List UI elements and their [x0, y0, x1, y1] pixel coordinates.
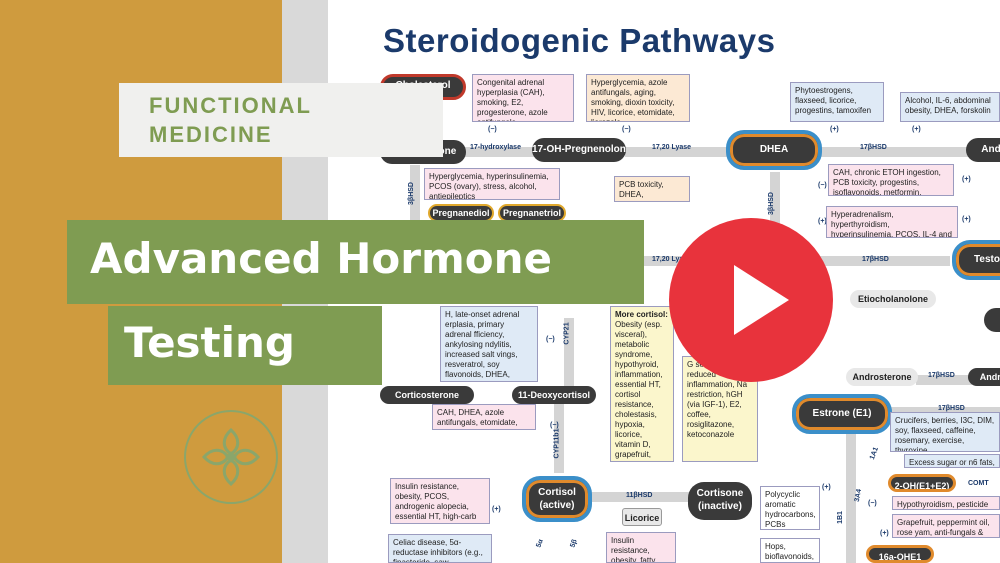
note-cah-etoh: CAH, chronic ETOH ingestion, PCB toxicit… [828, 164, 954, 196]
connector [820, 147, 970, 157]
enzyme-comt: COMT [968, 480, 989, 487]
note-more-cortisol: More cortisol: Obesity (esp. visceral), … [610, 306, 674, 462]
note-hyperglycemia-azole: Hyperglycemia, azole antifungals, aging,… [586, 74, 690, 122]
note-phytoestrogens: Phytoestrogens, flaxseed, licorice, prog… [790, 82, 884, 122]
connector [590, 492, 690, 502]
inhibit-sign: (−) [818, 182, 827, 189]
enzyme-17bhsd-mid: 17βHSD [862, 256, 889, 263]
cortisone-label: Cortisone [696, 488, 744, 499]
enzyme-11bhsd: 11βHSD [626, 492, 653, 499]
functional-medicine-tag: FUNCTIONAL MEDICINE [119, 83, 443, 157]
connector [460, 147, 540, 157]
deoxycortisol-node: 11-Deoxycortisol [512, 386, 596, 404]
note-cah-dhea: CAH, DHEA, azole antifungals, etomidate,… [432, 404, 536, 430]
video-title-line-1: Advanced Hormone [90, 234, 552, 283]
stimulate-sign: (+) [822, 484, 831, 491]
note-celiac: Celiac disease, 5α-reductase inhibitors … [388, 534, 492, 563]
inhibit-sign: (−) [622, 126, 631, 133]
note-late-onset: H, late-onset adrenal erplasia, primary … [440, 306, 538, 382]
enzyme-17bhsd-andro: 17βHSD [928, 372, 955, 379]
stimulate-sign: (+) [912, 126, 921, 133]
licorice-node: Licorice [622, 508, 662, 526]
stimulate-sign: (+) [492, 506, 501, 513]
title-banner-top [67, 220, 644, 304]
play-icon[interactable] [734, 265, 789, 335]
note-more-cortisol-text: Obesity (esp. visceral), metabolic syndr… [615, 320, 663, 461]
note-hyperadrenalism: Hyperadrenalism, hyperthyroidism, hyperi… [826, 206, 958, 238]
stimulate-sign: (+) [830, 126, 839, 133]
andro-top-node: Andro [966, 138, 1000, 162]
connector [410, 165, 420, 235]
connector [916, 375, 972, 385]
title-banner-bottom [108, 306, 382, 385]
enzyme-17bhsd-estrone: 17βHSD [938, 405, 965, 412]
inhibit-sign: (−) [868, 500, 877, 507]
enzyme-17-hydroxylase: 17-hydroxylase [470, 144, 521, 151]
video-title-line-2: Testing [124, 318, 295, 367]
cortisone-node: Cortisone (inactive) [688, 482, 752, 520]
connector [770, 172, 780, 242]
enzyme-1b1: 1B1 [836, 511, 844, 524]
brand-line-2: MEDICINE [149, 122, 273, 147]
note-cah: Congenital adrenal hyperplasia (CAH), sm… [472, 74, 574, 122]
flower-cross-icon-graphic [201, 427, 261, 487]
d-node: D [984, 308, 1000, 332]
cortisol-label: Cortisol [538, 487, 576, 498]
note-insulin-fatty: Insulin resistance, obesity, fatty liver… [606, 532, 676, 563]
connector [564, 318, 574, 386]
androsterone-node: Androsterone [846, 368, 918, 386]
cortisone-sublabel: (inactive) [698, 501, 742, 512]
corticosterone-node: Corticosterone [380, 386, 474, 404]
brand-line-1: FUNCTIONAL [149, 93, 312, 118]
note-excess-sugar: Excess sugar or n6 fats, cir [904, 454, 1000, 468]
enzyme-17bhsd-top: 17βHSD [860, 144, 887, 151]
testo-node: Testo [952, 240, 1000, 280]
enzyme-17-20-lyase-2: 17,20 Lyase [652, 256, 692, 263]
stimulate-sign: (+) [962, 176, 971, 183]
note-grapefruit: Grapefruit, peppermint oil, rose yam, an… [892, 514, 1000, 538]
ohe1-node: 16a-OHE1 [866, 545, 934, 563]
note-crucifers: Crucifers, berries, I3C, DIM, soy, flaxs… [890, 412, 1000, 452]
stimulate-sign: (+) [962, 216, 971, 223]
diagram-title: Steroidogenic Pathways [383, 22, 776, 59]
stimulate-sign: (+) [818, 218, 827, 225]
inhibit-sign: (−) [546, 336, 555, 343]
note-hyperglycemia-pcos: Hyperglycemia, hyperinsulinemia, PCOS (o… [424, 168, 560, 200]
note-pcb: PCB toxicity, DHEA, antiepileptics [614, 176, 690, 202]
andro-mid-node: Andro [968, 368, 1000, 386]
stimulate-sign: (+) [880, 530, 889, 537]
connector [846, 430, 856, 563]
oh2-node: 2-OH(E1+E2) [888, 474, 956, 492]
note-hypothyroidism: Hypothyroidism, pesticide expo [892, 496, 1000, 510]
dhea-node: DHEA [726, 130, 822, 170]
inhibit-sign: (−) [550, 422, 559, 429]
note-hops: Hops, bioflavonoids, [760, 538, 820, 563]
cortisol-sublabel: (active) [539, 500, 575, 511]
flower-cross-icon [184, 410, 278, 504]
enzyme-17-20-lyase: 17,20 Lyase [652, 144, 692, 151]
note-more-cortisol-heading: More cortisol: [615, 310, 668, 319]
cortisol-node: Cortisol (active) [522, 476, 592, 522]
estrone-node: Estrone (E1) [792, 394, 892, 434]
enzyme-cyp21: CYP21 [563, 322, 571, 345]
note-polycyclic: Polycyclic aromatic hydrocarbons, PCBs [760, 486, 820, 530]
connector [625, 147, 730, 157]
etiocholanolone-node: Etiocholanolone [850, 290, 936, 308]
enzyme-3bhsd-dhea: 3βHSD [767, 192, 775, 215]
note-alcohol: Alcohol, IL-6, abdominal obesity, DHEA, … [900, 92, 1000, 122]
enzyme-3bhsd-left: 3βHSD [407, 182, 415, 205]
connector [554, 403, 564, 473]
enzyme-cyp11b1: CYP11b1 [553, 428, 561, 459]
oh-pregnenolone-node: 17-OH-Pregnenolone [532, 138, 626, 162]
inhibit-sign: (−) [488, 126, 497, 133]
note-insulin-resistance: Insulin resistance, obesity, PCOS, andro… [390, 478, 490, 524]
